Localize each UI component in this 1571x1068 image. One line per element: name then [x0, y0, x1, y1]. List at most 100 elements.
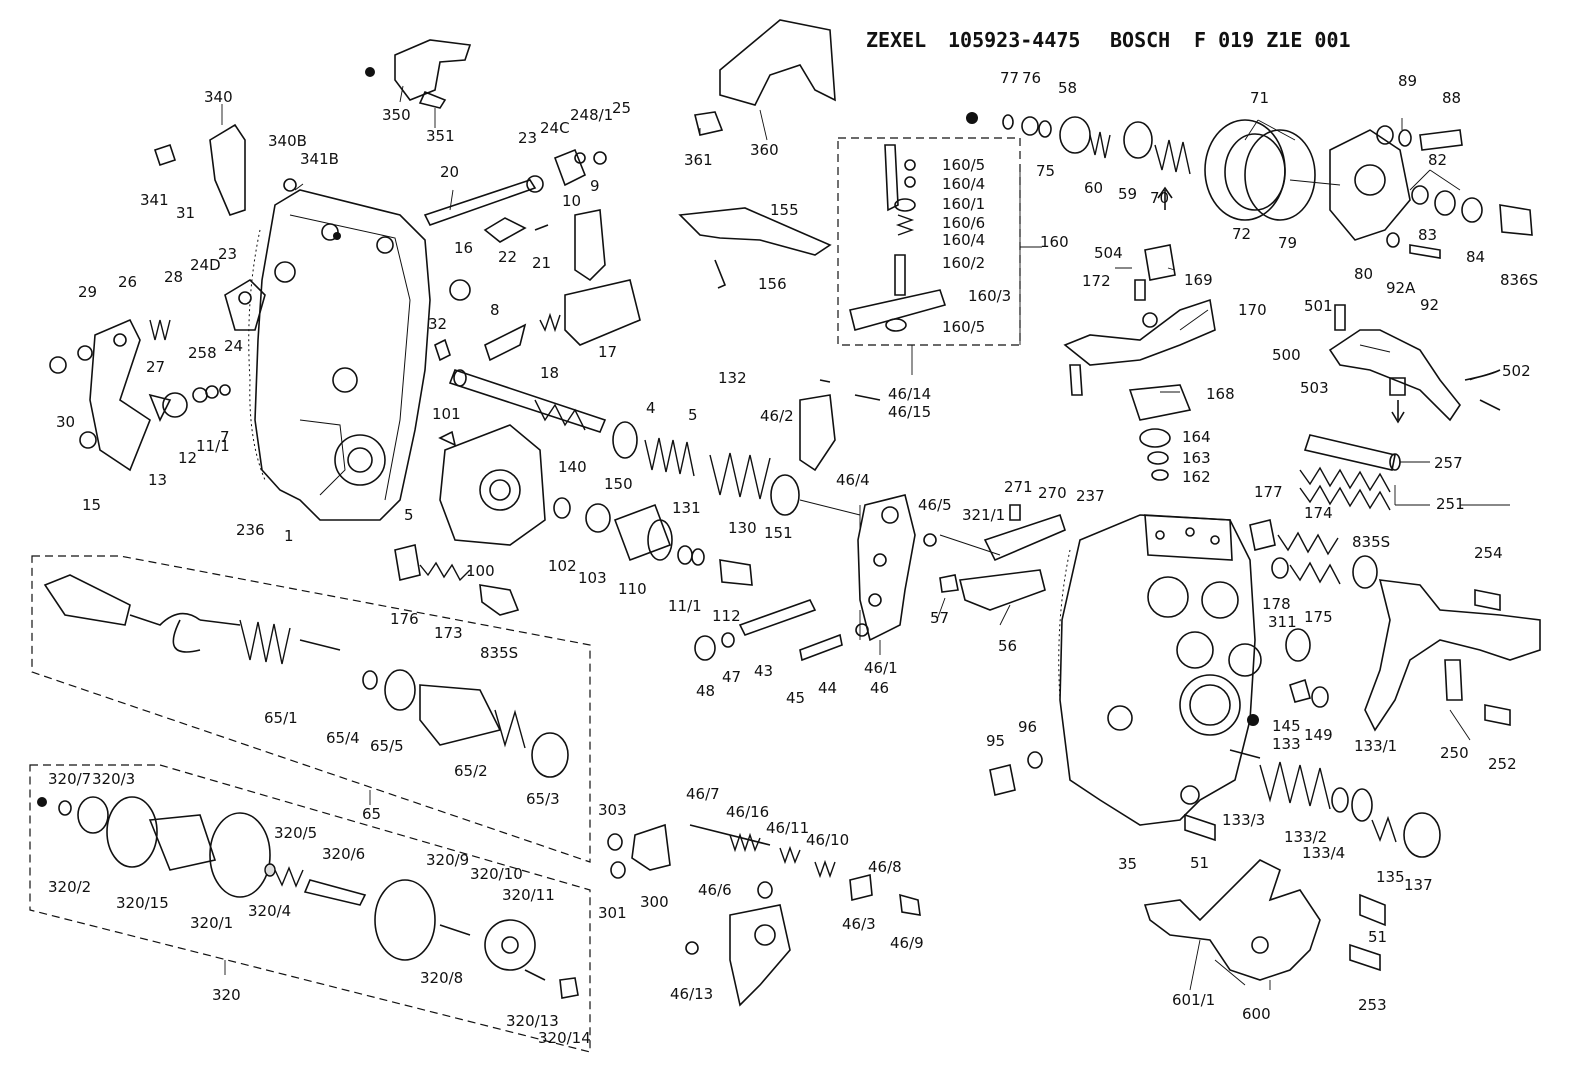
callout-65: 65 [362, 805, 381, 823]
callout-80: 80 [1354, 265, 1373, 283]
callout-103: 103 [578, 569, 607, 587]
piston-parts-row [553, 497, 753, 586]
callout-601-1: 601/1 [1172, 991, 1215, 1009]
callout-51-upper: 51 [1190, 854, 1209, 872]
callout-133-2: 133/2 [1284, 828, 1327, 846]
levers-left [49, 123, 297, 472]
sensor-group-65 [43, 574, 569, 778]
callout-labels: 340 340B 341B 341 31 350 351 361 360 20 … [48, 69, 1538, 1047]
callout-177: 177 [1254, 483, 1283, 501]
callout-46-8: 46/8 [868, 858, 902, 876]
header-bosch-number: F 019 Z1E 001 [1194, 28, 1351, 52]
callout-151: 151 [764, 524, 793, 542]
callout-24d: 24D [190, 256, 221, 274]
callout-257: 257 [1434, 454, 1463, 472]
callout-11-1-mid: 11/1 [668, 597, 702, 615]
callout-32: 32 [428, 315, 447, 333]
callout-65-1: 65/1 [264, 709, 298, 727]
callout-169: 169 [1184, 271, 1213, 289]
callout-31: 31 [176, 204, 195, 222]
callout-164: 164 [1182, 428, 1211, 446]
bracket-600 [1143, 859, 1386, 981]
callout-155: 155 [770, 201, 799, 219]
callout-133-1: 133/1 [1354, 737, 1397, 755]
callout-46-2: 46/2 [760, 407, 794, 425]
callout-100: 100 [466, 562, 495, 580]
callout-160: 160 [1040, 233, 1069, 251]
callout-258: 258 [188, 344, 217, 362]
pump-housing-right [1058, 514, 1262, 826]
callout-26: 26 [118, 273, 137, 291]
pump-housing-left [248, 189, 431, 521]
center-shaft-assembly [448, 368, 861, 516]
callout-92: 92 [1420, 296, 1439, 314]
callout-9: 9 [590, 177, 600, 195]
callout-172: 172 [1082, 272, 1111, 290]
callout-1: 1 [284, 527, 294, 545]
right-lever-250-group [1249, 519, 1541, 732]
callout-341: 341 [140, 191, 169, 209]
callout-11-1-left: 11/1 [196, 437, 230, 455]
callout-320-6: 320/6 [322, 845, 365, 863]
callout-24c: 24C [540, 119, 570, 137]
group-box-160 [837, 137, 1021, 346]
callout-89: 89 [1398, 72, 1417, 90]
callout-252: 252 [1488, 755, 1517, 773]
callout-132: 132 [718, 369, 747, 387]
callout-12: 12 [178, 449, 197, 467]
callout-145: 145 [1272, 717, 1301, 735]
callout-46-11: 46/11 [766, 819, 809, 837]
brackets-top [365, 19, 836, 289]
callout-174: 174 [1304, 504, 1333, 522]
callout-160-5-top: 160/5 [942, 156, 985, 174]
callout-320-15: 320/15 [116, 894, 169, 912]
callout-300: 300 [640, 893, 669, 911]
callout-13: 13 [148, 471, 167, 489]
callout-270: 270 [1038, 484, 1067, 502]
callout-320-4: 320/4 [248, 902, 291, 920]
bracket-270-group [939, 504, 1066, 611]
callout-137: 137 [1404, 876, 1433, 894]
callout-46-6: 46/6 [698, 881, 732, 899]
callout-351: 351 [426, 127, 455, 145]
callout-46-16: 46/16 [726, 803, 769, 821]
callout-248-1: 248/1 [570, 106, 613, 124]
callout-46-4: 46/4 [836, 471, 870, 489]
springs-251-257 [1299, 434, 1401, 511]
callout-46-3: 46/3 [842, 915, 876, 933]
callout-46-13: 46/13 [670, 985, 713, 1003]
callout-24: 24 [224, 337, 243, 355]
dashed-group-boxes [29, 137, 1021, 1053]
lever-group-46 [694, 379, 937, 662]
callout-44: 44 [818, 679, 837, 697]
callout-25: 25 [612, 99, 631, 117]
callout-320-2: 320/2 [48, 878, 91, 896]
callout-8: 8 [490, 301, 500, 319]
callout-5-mid: 5 [688, 406, 698, 424]
callout-60: 60 [1084, 179, 1103, 197]
callout-65-3: 65/3 [526, 790, 560, 808]
callout-16: 16 [454, 239, 473, 257]
callout-101: 101 [432, 405, 461, 423]
callout-5-left: 5 [404, 506, 414, 524]
callout-835s-right: 835S [1352, 533, 1390, 551]
callout-17: 17 [598, 343, 617, 361]
callout-320-3: 320/3 [92, 770, 135, 788]
lever-170-group [1063, 186, 1216, 481]
lever-group-300 [607, 823, 921, 1007]
callout-160-3: 160/3 [968, 287, 1011, 305]
callout-95: 95 [986, 732, 1005, 750]
callout-162: 162 [1182, 468, 1211, 486]
callout-320-7: 320/7 [48, 770, 91, 788]
callout-7: 7 [220, 428, 230, 446]
callout-83: 83 [1418, 226, 1437, 244]
header-zexel-number: 105923-4475 [948, 28, 1080, 52]
callout-82: 82 [1428, 151, 1447, 169]
governor-shaft-parts [423, 148, 641, 362]
callout-65-4: 65/4 [326, 729, 360, 747]
callout-176: 176 [390, 610, 419, 628]
callout-836s: 836S [1500, 271, 1538, 289]
callout-75: 75 [1036, 162, 1055, 180]
callout-96: 96 [1018, 718, 1037, 736]
